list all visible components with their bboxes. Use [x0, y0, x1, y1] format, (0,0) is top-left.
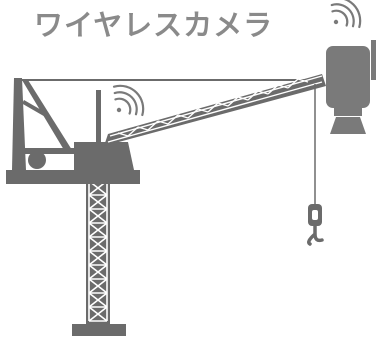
- tower-base: [72, 324, 126, 336]
- wifi-signal-icon: [329, 0, 362, 29]
- diagram-title: ワイヤレスカメラ: [34, 8, 274, 42]
- counterweight: [28, 151, 46, 169]
- operator-cab: [74, 142, 134, 170]
- antenna-mast: [96, 90, 101, 144]
- deck-rail-top: [22, 148, 112, 154]
- wireless-camera-icon: [326, 40, 376, 134]
- tower-mast: [86, 178, 110, 324]
- slewing-deck: [6, 170, 140, 184]
- crane-hook-icon: [307, 204, 324, 246]
- counter-jib-frame: [12, 78, 72, 170]
- crane-jib: [104, 74, 326, 146]
- wifi-signal-icon: [112, 84, 145, 117]
